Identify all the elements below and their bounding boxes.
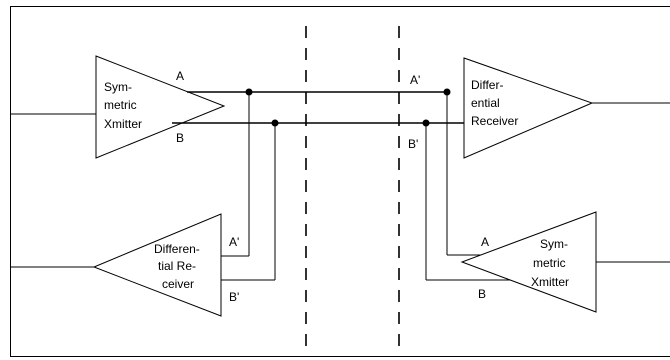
symmetric-xmitter-left-block — [95, 55, 226, 159]
receiver-right-line3: Receiver — [471, 114, 518, 128]
xmitter-left-line3: Xmitter — [104, 117, 142, 131]
xmitter-left-line1: Sym- — [104, 80, 132, 94]
junction-a-left — [245, 88, 253, 96]
frame-border — [10, 6, 670, 357]
receiver-left-line1: Differen- — [154, 242, 200, 256]
xmitter-right-line1: Sym- — [540, 237, 568, 251]
junction-a-right — [443, 88, 451, 96]
receiver-left-line3: ceiver — [162, 277, 194, 291]
xmitter-right-line3: Xmitter — [531, 275, 569, 289]
label-a-prime-bottom-left: A' — [229, 235, 239, 249]
receiver-left-line2: tial Re- — [158, 259, 196, 273]
junction-b-right — [422, 119, 430, 127]
label-a-left: A — [176, 69, 184, 83]
label-b-prime-bottom-left: B' — [229, 290, 239, 304]
xmitter-right-line2: metric — [533, 256, 566, 270]
label-b-prime-top-right: B' — [408, 137, 418, 151]
label-a-prime-top-right: A' — [410, 73, 420, 87]
xmitter-left-line2: metric — [104, 98, 137, 112]
receiver-right-line1: Differ- — [471, 78, 503, 92]
label-a-bottom-right: A — [481, 235, 489, 249]
label-b-bottom-right: B — [478, 287, 486, 301]
differential-receiver-right-block — [463, 57, 594, 159]
receiver-right-line2: ential — [471, 96, 500, 110]
junction-b-left — [271, 119, 279, 127]
label-b-left: B — [176, 131, 184, 145]
differential-receiver-left-block — [92, 213, 222, 317]
